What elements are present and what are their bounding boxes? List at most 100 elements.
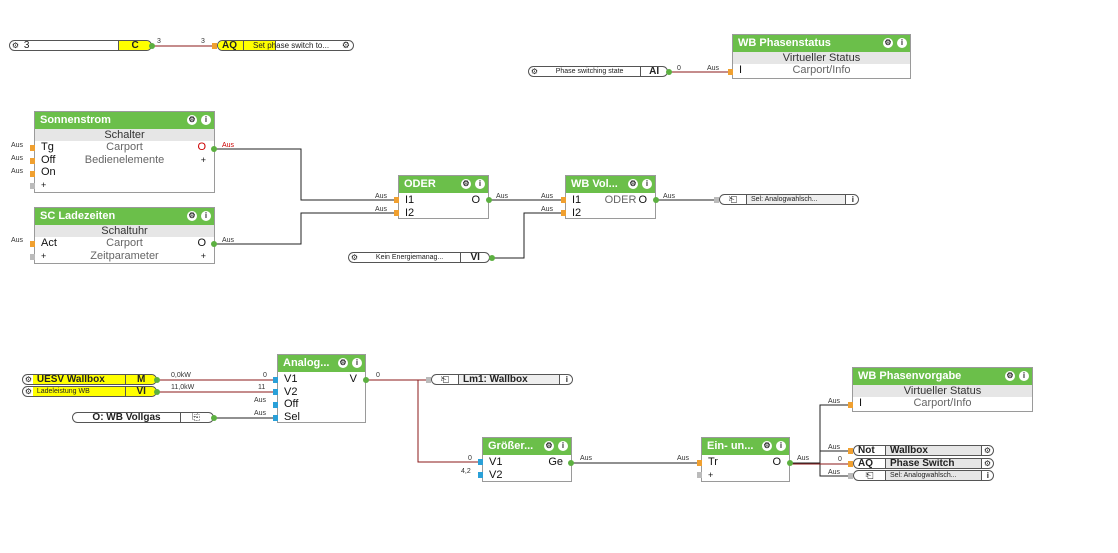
add-output-icon[interactable]: + (200, 154, 206, 165)
info-icon[interactable]: i (776, 441, 786, 451)
output-connector[interactable] (489, 255, 495, 261)
input-connector[interactable] (561, 210, 566, 216)
input-connector[interactable] (212, 43, 217, 49)
input-connector[interactable] (30, 171, 35, 177)
gear-icon[interactable]: ⚙ (187, 115, 197, 125)
input-connector[interactable] (394, 197, 399, 203)
input-connector[interactable] (273, 415, 278, 421)
gear-icon[interactable]: ⚙ (983, 459, 991, 468)
input-connector[interactable] (394, 210, 399, 216)
output-connector[interactable] (154, 389, 160, 395)
info-icon[interactable]: i (565, 375, 568, 384)
wb-phasenstatus-block[interactable]: WB Phasenstatus ⚙i Virtueller Status I C… (732, 34, 911, 79)
add-input-icon[interactable]: + (708, 469, 714, 480)
input-connector[interactable] (273, 402, 278, 408)
info-icon[interactable]: i (851, 195, 854, 204)
info-icon[interactable]: i (986, 471, 989, 480)
gear-icon[interactable]: ⚙ (530, 67, 539, 76)
input-connector[interactable] (848, 448, 853, 454)
gear-icon[interactable]: ⚙ (350, 253, 359, 262)
output-connector[interactable] (653, 197, 659, 203)
output-connector[interactable] (211, 241, 217, 247)
add-input-icon[interactable]: + (41, 179, 47, 190)
info-icon[interactable]: i (897, 38, 907, 48)
ladeleistung-input[interactable]: ⚙ Ladeleistung WB VI (22, 386, 157, 397)
gear-icon[interactable]: ⚙ (983, 446, 991, 455)
not-wallbox-output[interactable]: Not Wallbox ⚙ (853, 445, 994, 456)
output-connector[interactable] (486, 197, 492, 203)
wb-vollgas-input[interactable]: O: WB Vollgas ⎘ (72, 412, 214, 423)
sel-analog-output-top[interactable]: ⎗ Sel: Analogwahlsch... i (719, 194, 859, 205)
info-icon[interactable]: i (201, 211, 211, 221)
input-connector[interactable] (697, 460, 702, 466)
gear-icon[interactable]: ⚙ (762, 441, 772, 451)
lm1-wallbox-output[interactable]: ⎗ Lm1: Wallbox i (431, 374, 573, 385)
input-connector[interactable] (728, 69, 733, 75)
info-icon[interactable]: i (475, 179, 485, 189)
gear-icon[interactable]: ⚙ (461, 179, 471, 189)
gear-icon[interactable]: ⚙ (11, 41, 20, 50)
gear-icon[interactable]: ⚙ (24, 375, 32, 384)
add-input-icon[interactable]: + (41, 250, 47, 261)
aq-code: AQ (218, 41, 244, 50)
input-connector[interactable] (30, 145, 35, 151)
input-connector[interactable] (478, 459, 483, 465)
gear-icon[interactable]: ⚙ (341, 40, 350, 50)
input-connector[interactable] (697, 472, 702, 478)
info-icon[interactable]: i (558, 441, 568, 451)
constant-block[interactable]: ⚙ 3 C (9, 40, 152, 51)
output-connector[interactable] (211, 146, 217, 152)
input-connector[interactable] (273, 377, 278, 383)
input-connector[interactable] (848, 473, 853, 479)
input-connector[interactable] (30, 241, 35, 247)
gear-icon[interactable]: ⚙ (544, 441, 554, 451)
block-subtitle: Virtueller Status (853, 385, 1032, 397)
uesv-wallbox-input[interactable]: ⚙ UESV Wallbox M (22, 374, 157, 385)
gear-icon[interactable]: ⚙ (338, 358, 348, 368)
input-connector[interactable] (30, 183, 35, 189)
input-label: I1 (572, 194, 582, 206)
gear-icon[interactable]: ⚙ (883, 38, 893, 48)
aq-output-block[interactable]: AQ Set phase switch to... ⚙ (217, 40, 354, 51)
input-connector[interactable] (478, 472, 483, 478)
wb-phasenvorgabe-block[interactable]: WB Phasenvorgabe ⚙i Virtueller Status I … (852, 367, 1033, 412)
input-connector[interactable] (714, 197, 719, 203)
add-output-icon[interactable]: + (200, 250, 206, 261)
output-connector[interactable] (211, 415, 217, 421)
sel-analog-output-bottom[interactable]: ⎗ Sel: Analogwahlsch... i (853, 470, 994, 481)
info-icon[interactable]: i (642, 179, 652, 189)
info-icon[interactable]: i (201, 115, 211, 125)
input-connector[interactable] (848, 461, 853, 467)
gear-icon[interactable]: ⚙ (24, 387, 32, 396)
output-connector[interactable] (363, 377, 369, 383)
info-icon[interactable]: i (1019, 371, 1029, 381)
output-connector[interactable] (154, 377, 160, 383)
kein-energie-input[interactable]: ⚙ Kein Energiemanag... VI (348, 252, 490, 263)
input-connector[interactable] (30, 158, 35, 164)
block-title: Ein- un... (707, 440, 754, 452)
output-connector[interactable] (787, 460, 793, 466)
input-connector[interactable] (848, 402, 853, 408)
output-connector[interactable] (149, 43, 155, 49)
input-connector[interactable] (426, 377, 431, 383)
input-connector[interactable] (273, 389, 278, 395)
output-connector[interactable] (568, 460, 574, 466)
phase-switching-input[interactable]: ⚙ Phase switching state AI (528, 66, 668, 77)
input-connector[interactable] (30, 254, 35, 260)
input-connector[interactable] (561, 197, 566, 203)
gear-icon[interactable]: ⚙ (628, 179, 638, 189)
kein-energie-type: VI (470, 253, 480, 262)
gear-icon[interactable]: ⚙ (187, 211, 197, 221)
block-title: WB Phasenvorgabe (858, 370, 962, 382)
info-icon[interactable]: i (352, 358, 362, 368)
aq-phase-switch-output[interactable]: AQ Phase Switch ⚙ (853, 458, 994, 469)
gear-icon[interactable]: ⚙ (1005, 371, 1015, 381)
output-connector[interactable] (666, 69, 672, 75)
